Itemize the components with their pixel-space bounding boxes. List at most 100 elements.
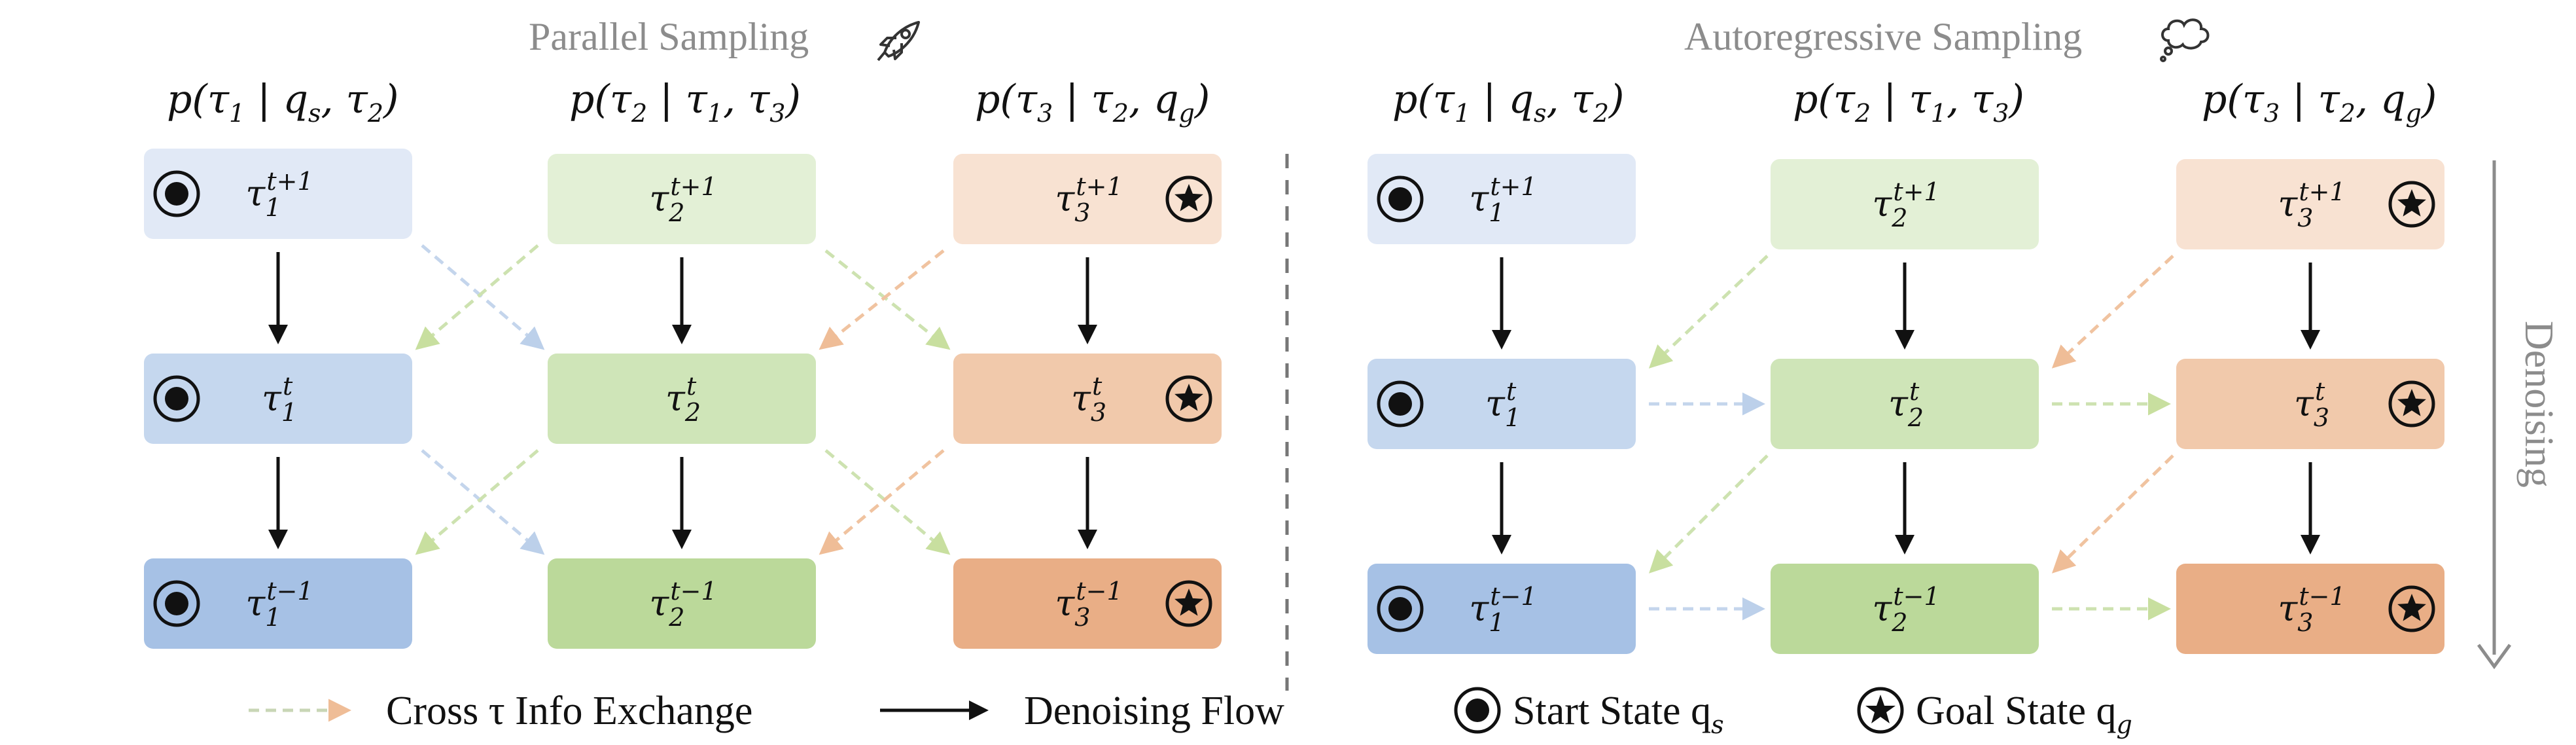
- node-label: τ1t: [262, 372, 297, 427]
- node-box: [953, 354, 1222, 444]
- node-label: τ1t+1: [1469, 172, 1536, 227]
- column-heading-ar-3: p(τ3 | τ2, qg): [2202, 77, 2437, 128]
- autoregressive-node-tau2-row1: τ2t+1: [1771, 159, 2039, 249]
- node-label: τ2t−1: [1872, 582, 1939, 637]
- node-box: [2176, 359, 2444, 449]
- autoregressive-cross-arrow: [1648, 255, 1769, 369]
- node-label: τ3t+1: [1055, 172, 1122, 227]
- node-box: [1367, 564, 1636, 654]
- goal-state-icon: [2388, 181, 2435, 228]
- parallel-node-tau2-row2: τ2t: [548, 354, 816, 444]
- autoregressive-node-tau3-row1: τ3t+1: [2176, 159, 2444, 249]
- legend: Cross τ Info Exchange Denoising Flow Sta…: [249, 687, 2132, 739]
- parallel-node-tau1-row1: τ1t+1: [144, 149, 412, 239]
- autoregressive-cross-arrow: [2051, 454, 2174, 573]
- autoregressive-node-tau1-row1: τ1t+1: [1367, 154, 1636, 244]
- goal-state-icon: [1165, 375, 1212, 422]
- rocket-icon: [877, 21, 920, 62]
- parallel-cross-arrow: [824, 249, 951, 350]
- node-label: τ2t+1: [1872, 177, 1939, 232]
- autoregressive-cross-arrow: [1649, 454, 1769, 573]
- start-state-icon: [153, 375, 200, 422]
- node-label: τ1t−1: [1469, 582, 1536, 637]
- start-state-icon: [1454, 687, 1501, 734]
- parallel-cross-arrow: [819, 249, 945, 350]
- autoregressive-node-tau2-row2: τ2t: [1771, 359, 2039, 449]
- parallel-panel: τ1t+1 τ1t τ1t−1 τ2t+1 τ2t τ2t−1 τ3t+1 τ3t τ3t−1: [144, 149, 1222, 649]
- node-label: τ1t+1: [245, 167, 313, 222]
- parallel-node-tau1-row3: τ1t−1: [144, 558, 412, 649]
- goal-state-icon: [2388, 380, 2435, 427]
- autoregressive-node-tau3-row3: τ3t−1: [2176, 564, 2444, 654]
- node-label: τ1t−1: [245, 577, 313, 632]
- parallel-node-tau3-row2: τ3t: [953, 354, 1222, 444]
- node-label: τ3t: [2294, 377, 2329, 432]
- legend-start-label: Start State qs: [1513, 689, 1724, 739]
- legend-goal-label: Goal State qg: [1916, 689, 2132, 739]
- autoregressive-panel: τ1t+1 τ1t τ1t−1 τ2t+1 τ2t τ2t−1 τ3t+1 τ3t τ3t−1: [1367, 154, 2444, 654]
- parallel-cross-arrow: [824, 449, 951, 555]
- start-state-icon: [1377, 175, 1424, 223]
- start-state-icon: [1377, 380, 1424, 427]
- node-label: τ3t+1: [2278, 177, 2345, 232]
- node-box: [1771, 564, 2039, 654]
- autoregressive-sampling-title: Autoregressive Sampling: [1684, 15, 2082, 58]
- parallel-cross-arrow: [415, 449, 539, 555]
- node-box: [144, 354, 412, 444]
- autoregressive-node-tau1-row3: τ1t−1: [1367, 564, 1636, 654]
- goal-state-icon: [1165, 175, 1212, 223]
- autoregressive-node-tau2-row3: τ2t−1: [1771, 564, 2039, 654]
- node-label: τ1t: [1485, 377, 1521, 432]
- node-label: τ3t−1: [1055, 577, 1122, 632]
- parallel-node-tau2-row1: τ2t+1: [548, 154, 816, 244]
- node-box: [1771, 359, 2039, 449]
- parallel-cross-arrow: [421, 449, 545, 555]
- node-box: [548, 154, 816, 244]
- node-label: τ2t: [1888, 377, 1924, 432]
- column-headings: p(τ1 | qs, τ2) p(τ2 | τ1, τ3) p(τ3 | τ2, q…: [167, 77, 2437, 128]
- parallel-cross-arrow: [421, 244, 545, 350]
- column-heading-par-1: p(τ1 | qs, τ2): [167, 77, 398, 128]
- start-state-icon: [1377, 585, 1424, 632]
- start-state-icon: [153, 170, 200, 217]
- legend-cross-label: Cross τ Info Exchange: [386, 689, 752, 733]
- parallel-cross-arrow: [819, 449, 945, 555]
- node-box: [2176, 159, 2444, 249]
- node-box: [953, 154, 1222, 244]
- denoising-label: Denoising: [2516, 321, 2561, 488]
- parallel-node-tau1-row2: τ1t: [144, 354, 412, 444]
- autoregressive-cross-arrow: [2051, 255, 2174, 369]
- node-box: [2176, 564, 2444, 654]
- node-box: [548, 354, 816, 444]
- node-label: τ2t−1: [649, 577, 716, 632]
- column-heading-ar-2: p(τ2 | τ1, τ3): [1793, 77, 2024, 128]
- node-box: [1367, 359, 1636, 449]
- node-label: τ3t: [1071, 372, 1106, 427]
- node-label: τ2t+1: [649, 172, 716, 227]
- parallel-cross-arrow: [415, 244, 539, 350]
- node-label: τ3t−1: [2278, 582, 2345, 637]
- autoregressive-node-tau3-row2: τ3t: [2176, 359, 2444, 449]
- autoregressive-node-tau1-row2: τ1t: [1367, 359, 1636, 449]
- column-heading-ar-1: p(τ1 | qs, τ2): [1392, 77, 1624, 128]
- thought-bubble-icon: [2160, 18, 2210, 62]
- node-box: [953, 558, 1222, 649]
- parallel-node-tau2-row3: τ2t−1: [548, 558, 816, 649]
- parallel-sampling-title: Parallel Sampling: [529, 15, 809, 58]
- start-state-icon: [153, 580, 200, 627]
- parallel-node-tau3-row3: τ3t−1: [953, 558, 1222, 649]
- node-box: [1367, 154, 1636, 244]
- denoising-axis-arrowhead: [2477, 644, 2512, 670]
- node-box: [144, 558, 412, 649]
- node-box: [548, 558, 816, 649]
- parallel-node-tau3-row1: τ3t+1: [953, 154, 1222, 244]
- goal-state-icon: [2388, 585, 2435, 632]
- column-heading-par-3: p(τ3 | τ2, qg): [975, 77, 1210, 128]
- column-heading-par-2: p(τ2 | τ1, τ3): [569, 77, 801, 128]
- node-box: [1771, 159, 2039, 249]
- goal-state-icon: [1857, 687, 1904, 734]
- node-box: [144, 149, 412, 239]
- goal-state-icon: [1165, 580, 1212, 627]
- legend-flow-label: Denoising Flow: [1024, 689, 1284, 733]
